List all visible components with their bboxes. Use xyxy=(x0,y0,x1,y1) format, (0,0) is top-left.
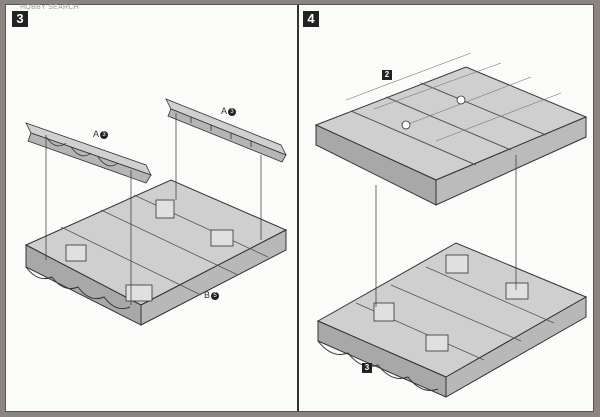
watermark: HOBBY SEARCH xyxy=(20,4,80,11)
part-a3-right-rail xyxy=(165,98,287,163)
assembly-illustration xyxy=(24,52,588,398)
part-a3-left-rail xyxy=(25,122,152,184)
part-tag-2: 2 xyxy=(382,70,392,80)
part-b5-base xyxy=(24,179,288,326)
step-4-badge: 4 xyxy=(303,11,319,27)
label-number: 3 xyxy=(100,130,109,139)
part-3-base xyxy=(316,242,588,398)
label-letter: A xyxy=(221,106,228,116)
part-2-roof xyxy=(314,52,588,206)
instruction-sheet: HOBBY SEARCH 3 4 xyxy=(5,4,594,412)
part-tag-3: 3 xyxy=(362,363,372,373)
step-3-badge: 3 xyxy=(12,11,28,27)
label-number: 5 xyxy=(211,291,220,300)
label-letter: B xyxy=(204,290,211,300)
label-number: 3 xyxy=(228,107,237,116)
panel-divider xyxy=(297,5,299,411)
label-letter: A xyxy=(93,129,100,139)
